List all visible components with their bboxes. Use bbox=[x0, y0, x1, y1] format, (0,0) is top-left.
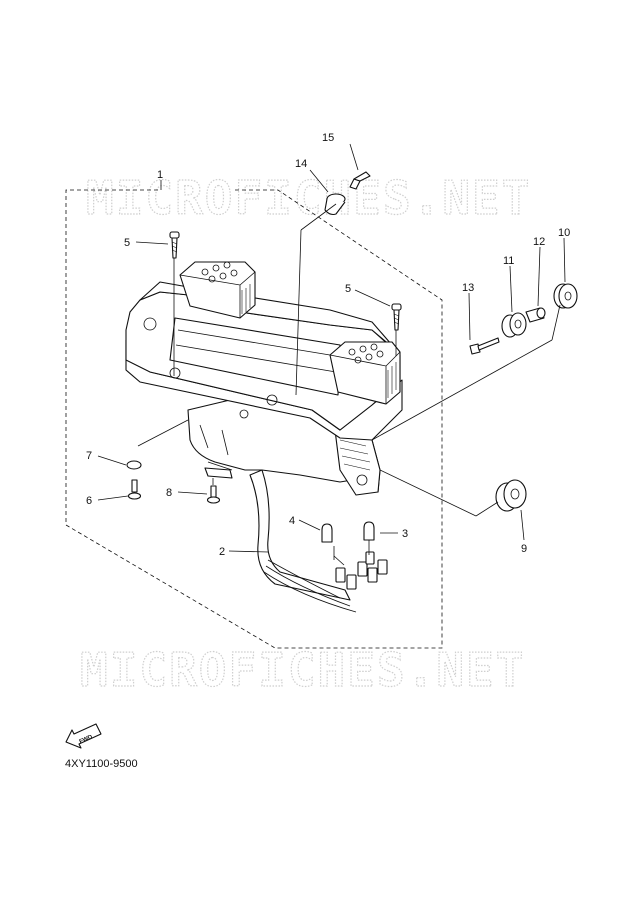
callout-3: 3 bbox=[402, 528, 408, 540]
assembly-lines bbox=[137, 203, 561, 566]
callout-13: 13 bbox=[462, 282, 474, 294]
part-13-bolt bbox=[469, 337, 500, 355]
meter-assembly bbox=[125, 261, 403, 613]
fwd-arrow-icon: FWD bbox=[65, 723, 102, 749]
part-8-screw bbox=[206, 485, 221, 504]
callout-2: 2 bbox=[219, 546, 225, 558]
part-11-grommet bbox=[501, 312, 527, 338]
part-4-bulb bbox=[321, 523, 333, 543]
callout-15: 15 bbox=[322, 132, 334, 144]
part-9-grommet bbox=[495, 479, 527, 512]
part-15-screw bbox=[349, 171, 371, 190]
part-5-screw-left bbox=[169, 231, 180, 259]
callout-labels: 1 2 3 4 5 5 6 7 8 9 10 11 12 13 14 15 bbox=[86, 132, 570, 558]
part-5-screw-right bbox=[391, 303, 402, 331]
callout-12: 12 bbox=[533, 236, 545, 248]
callout-10: 10 bbox=[558, 227, 570, 239]
watermark-bottom: MICROFICHES.NET bbox=[80, 643, 525, 697]
harness-connectors bbox=[335, 551, 388, 590]
callout-6: 6 bbox=[86, 495, 92, 507]
watermark-top: MICROFICHES.NET bbox=[86, 171, 531, 225]
callout-5a: 5 bbox=[124, 237, 130, 249]
part-14-collar bbox=[324, 193, 346, 216]
callout-5b: 5 bbox=[345, 283, 351, 295]
part-6-screw bbox=[127, 479, 142, 500]
callout-11: 11 bbox=[503, 255, 514, 267]
part-10-washer bbox=[553, 283, 578, 309]
callout-14: 14 bbox=[295, 158, 307, 170]
callout-4: 4 bbox=[289, 515, 295, 527]
callout-9: 9 bbox=[521, 543, 527, 555]
part-7-washer bbox=[126, 460, 142, 470]
leader-lines bbox=[97, 143, 566, 553]
part-12-collar bbox=[525, 307, 546, 323]
diagram-code: 4XY1100-9500 bbox=[65, 758, 138, 770]
assembly-boundary bbox=[65, 189, 443, 649]
callout-8: 8 bbox=[166, 487, 172, 499]
callout-7: 7 bbox=[86, 450, 92, 462]
part-3-bulb bbox=[363, 521, 375, 541]
callout-1: 1 bbox=[157, 169, 163, 181]
fwd-label: FWD bbox=[79, 734, 95, 745]
